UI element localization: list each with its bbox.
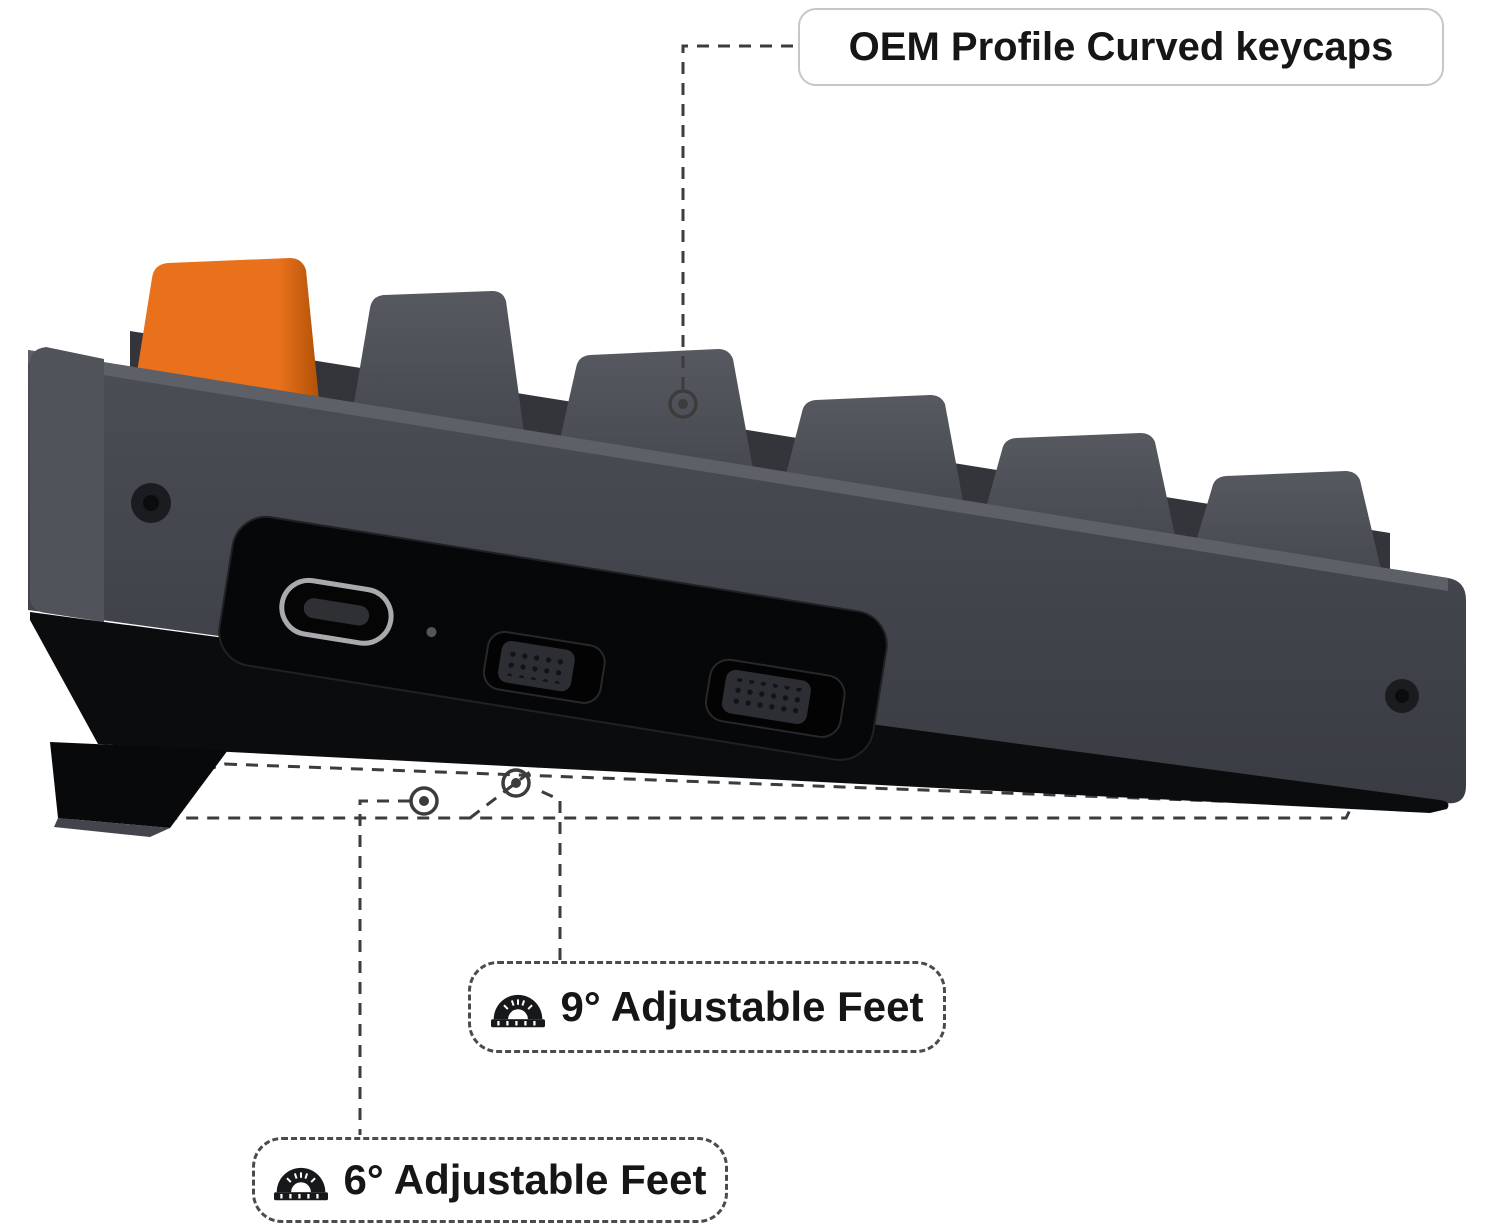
kickstand-foot	[50, 742, 228, 837]
keycap-row	[130, 258, 1390, 578]
target-9deg	[501, 768, 531, 798]
screw-right	[1385, 679, 1419, 713]
callout-9deg-feet-label: 9° Adjustable Feet	[560, 983, 924, 1030]
screw-left	[131, 483, 171, 523]
io-panel	[218, 515, 888, 761]
case-frame	[28, 350, 1466, 804]
callout-6deg-feet-label: 6° Adjustable Feet	[343, 1156, 707, 1203]
target-6deg	[409, 786, 439, 816]
usb-c-port	[279, 577, 394, 646]
callout-oem-keycaps: OEM Profile Curved keycaps	[798, 8, 1444, 86]
callout-oem-keycaps-label: OEM Profile Curved keycaps	[848, 24, 1394, 69]
callout-6deg-feet: 6° Adjustable Feet	[252, 1137, 728, 1223]
keycap-orange	[135, 258, 320, 410]
connector-keycaps	[681, 44, 796, 389]
callout-9deg-feet: 9° Adjustable Feet	[468, 961, 946, 1053]
case-top-bevel	[28, 350, 1448, 591]
protractor-icon	[273, 1167, 328, 1200]
protractor-icon	[490, 994, 545, 1027]
target-keycaps	[668, 389, 698, 419]
case-left-face	[30, 347, 104, 622]
status-led	[426, 627, 437, 638]
keycap-gray	[352, 291, 525, 440]
connector-9deg	[535, 787, 562, 960]
connector-6deg	[358, 799, 410, 1135]
annotations	[358, 44, 796, 1135]
toggle-switch-2	[705, 658, 846, 738]
toggle-switch-1	[482, 630, 606, 704]
